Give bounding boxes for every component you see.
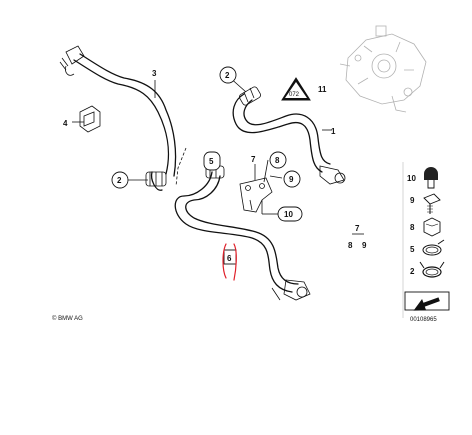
callout-9-text: 9 bbox=[289, 175, 294, 184]
legend-item-8[interactable]: 8 bbox=[410, 217, 441, 237]
clamp-part-2-left[interactable] bbox=[145, 171, 167, 191]
callout-2-top-text: 2 bbox=[225, 71, 230, 80]
callout-10[interactable]: 10 bbox=[277, 206, 303, 222]
callout-2-left[interactable]: 2 bbox=[111, 171, 129, 189]
legend-label-5: 5 bbox=[410, 245, 415, 254]
callout-11[interactable]: 11 bbox=[318, 85, 327, 94]
legend-item-10[interactable]: 10 bbox=[407, 167, 438, 189]
callout-5[interactable]: 5 bbox=[203, 151, 221, 171]
hose-part-5-6[interactable] bbox=[174, 147, 311, 301]
side-legend: 10 9 8 5 2 bbox=[402, 162, 450, 318]
copyright-text: © BMW AG bbox=[52, 315, 83, 322]
callout-3[interactable]: 3 bbox=[152, 69, 157, 78]
high-pressure-pump-illustration bbox=[339, 25, 427, 113]
callout-6[interactable]: 6 bbox=[222, 243, 237, 281]
group-7-text: 7 bbox=[355, 224, 360, 233]
legend-item-2[interactable]: 2 bbox=[410, 261, 445, 278]
callout-9[interactable]: 9 bbox=[283, 170, 301, 188]
legend-arrow-plate bbox=[404, 291, 450, 311]
legend-item-5[interactable]: 5 bbox=[410, 239, 445, 256]
callout-8[interactable]: 8 bbox=[269, 151, 287, 169]
callout-5-text: 5 bbox=[209, 157, 214, 166]
highlight-marker bbox=[222, 243, 237, 281]
callout-10-text: 10 bbox=[284, 210, 293, 219]
legend-label-8: 8 bbox=[410, 223, 415, 232]
holder-part-4[interactable] bbox=[79, 105, 101, 133]
legend-item-9[interactable]: 9 bbox=[410, 193, 441, 214]
callout-2-top[interactable]: 2 bbox=[219, 66, 237, 84]
group-callout-7-8-9[interactable]: 7 8 9 bbox=[348, 224, 367, 250]
group-8-text: 8 bbox=[348, 241, 353, 250]
diagram-code: 00108965 bbox=[410, 317, 437, 323]
callout-8-text: 8 bbox=[275, 156, 280, 165]
legend-label-2: 2 bbox=[410, 267, 415, 276]
warning-label-part-11[interactable]: 072 bbox=[281, 77, 311, 101]
callout-1[interactable]: 1 bbox=[331, 127, 336, 136]
callout-6-text: 6 bbox=[227, 254, 232, 263]
legend-label-10: 10 bbox=[407, 174, 416, 183]
callout-2-left-text: 2 bbox=[117, 176, 122, 185]
bracket-part-7[interactable] bbox=[239, 177, 273, 213]
legend-label-9: 9 bbox=[410, 196, 415, 205]
group-9-text: 9 bbox=[362, 241, 367, 250]
warning-label-text: 072 bbox=[289, 92, 300, 98]
callout-4[interactable]: 4 bbox=[63, 119, 68, 128]
callout-7[interactable]: 7 bbox=[251, 155, 256, 164]
hose-part-3[interactable] bbox=[59, 45, 177, 177]
hose-part-1[interactable] bbox=[232, 86, 346, 185]
